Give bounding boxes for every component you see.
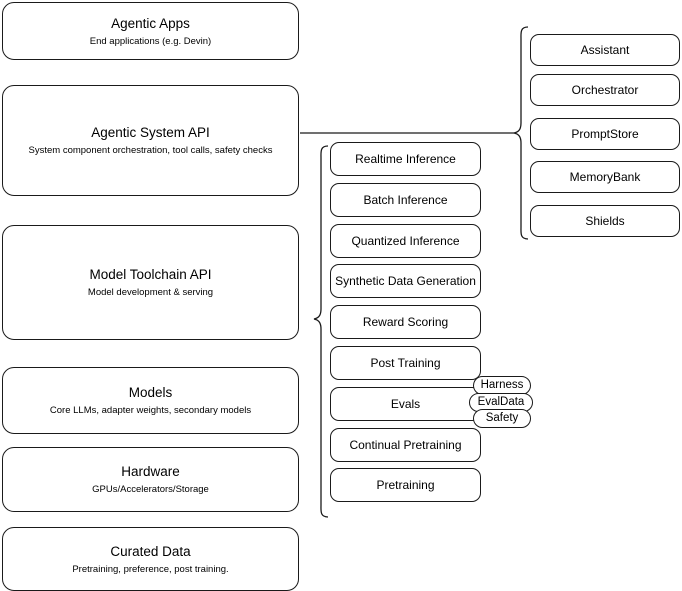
layer-subtitle: Model development & serving (87, 287, 214, 298)
layer-title: Hardware (121, 464, 180, 479)
pill-label: Safety (485, 411, 519, 424)
brace-system-components (513, 26, 529, 240)
layer-box-curated-data[interactable]: Curated Data Pretraining, preference, po… (2, 527, 299, 591)
system-label: Assistant (580, 42, 630, 57)
system-label: MemoryBank (569, 169, 641, 184)
layer-subtitle: Pretraining, preference, post training. (72, 563, 229, 575)
toolchain-box-evals[interactable]: Evals (330, 387, 481, 421)
toolchain-label: Pretraining (376, 477, 435, 492)
system-label: Orchestrator (571, 82, 639, 97)
layer-title: Agentic System API (91, 125, 210, 140)
layer-subtitle: System component orchestration, tool cal… (28, 145, 273, 156)
toolchain-box-post-training[interactable]: Post Training (330, 346, 481, 380)
toolchain-label: Quantized Inference (351, 233, 460, 248)
system-box-shields[interactable]: Shields (530, 205, 680, 237)
layer-box-agentic-apps[interactable]: Agentic Apps End applications (e.g. Devi… (2, 2, 299, 60)
toolchain-label: Batch Inference (363, 192, 448, 207)
layer-box-model-toolchain-api[interactable]: Model Toolchain API Model development & … (2, 225, 299, 340)
layer-subtitle: GPUs/Accelerators/Storage (92, 484, 209, 495)
brace-toolchain-components (313, 145, 329, 518)
toolchain-label: Evals (390, 396, 421, 411)
layer-subtitle: End applications (e.g. Devin) (89, 35, 212, 47)
pill-label: Harness (480, 378, 524, 391)
layer-box-models[interactable]: Models Core LLMs, adapter weights, secon… (2, 367, 299, 434)
layer-subtitle: Core LLMs, adapter weights, secondary mo… (49, 405, 252, 416)
pill-label: EvalData (477, 395, 525, 408)
layer-title: Agentic Apps (111, 15, 190, 31)
layer-box-hardware[interactable]: Hardware GPUs/Accelerators/Storage (2, 447, 299, 512)
evals-pill-safety[interactable]: Safety (473, 409, 531, 428)
toolchain-box-continual-pretraining[interactable]: Continual Pretraining (330, 428, 481, 462)
system-box-memorybank[interactable]: MemoryBank (530, 161, 680, 193)
toolchain-box-realtime-inference[interactable]: Realtime Inference (330, 142, 481, 176)
toolchain-label: Reward Scoring (362, 314, 449, 329)
layer-box-agentic-system-api[interactable]: Agentic System API System component orch… (2, 85, 299, 196)
toolchain-label: Synthetic Data Generation (335, 273, 476, 288)
layer-title: Curated Data (110, 543, 191, 559)
layer-title: Models (128, 385, 173, 400)
toolchain-label: Realtime Inference (355, 151, 456, 166)
system-box-orchestrator[interactable]: Orchestrator (530, 74, 680, 106)
layer-title: Model Toolchain API (89, 267, 212, 282)
toolchain-label: Post Training (370, 355, 441, 370)
toolchain-label: Continual Pretraining (349, 437, 462, 452)
toolchain-box-batch-inference[interactable]: Batch Inference (330, 183, 481, 217)
system-box-promptstore[interactable]: PromptStore (530, 118, 680, 150)
system-label: Shields (585, 213, 625, 228)
system-box-assistant[interactable]: Assistant (530, 34, 680, 66)
toolchain-box-quantized-inference[interactable]: Quantized Inference (330, 224, 481, 258)
system-label: PromptStore (571, 126, 639, 141)
toolchain-box-pretraining[interactable]: Pretraining (330, 468, 481, 502)
toolchain-box-synthetic-data-generation[interactable]: Synthetic Data Generation (330, 264, 481, 298)
toolchain-box-reward-scoring[interactable]: Reward Scoring (330, 305, 481, 339)
